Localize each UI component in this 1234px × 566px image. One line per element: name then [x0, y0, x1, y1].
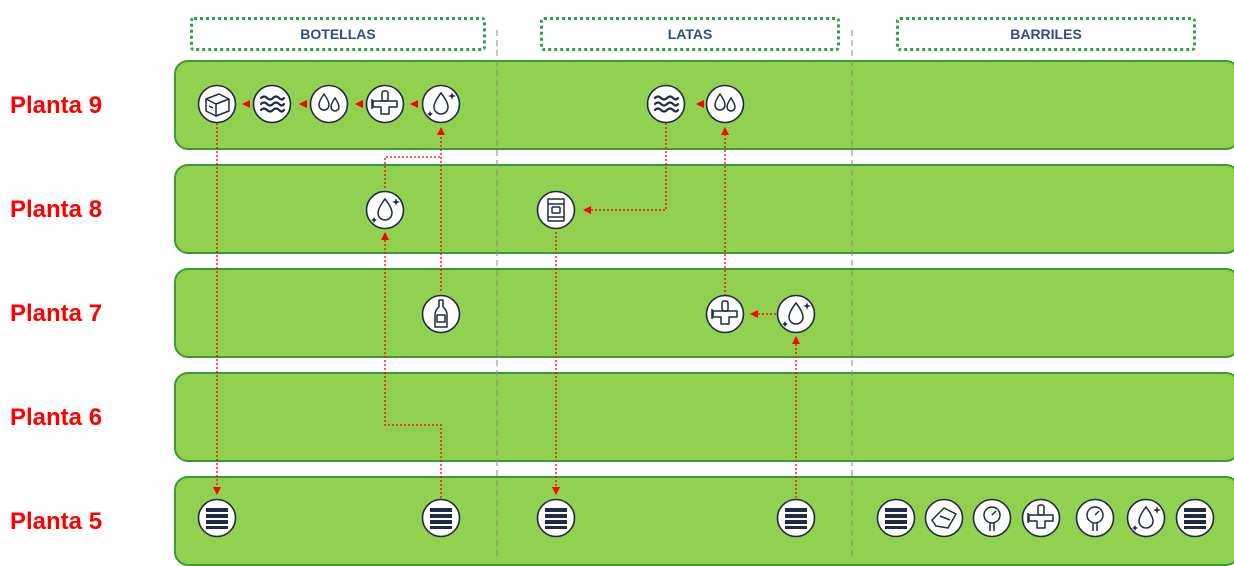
pressure-gauge-icon: [972, 498, 1012, 538]
can-icon: [536, 190, 576, 230]
sparkle-drop-icon: [776, 294, 816, 334]
flow-arrow-pallet-to-drop8: [381, 232, 442, 498]
floor-label-planta9: Planta 9: [10, 92, 103, 119]
floor-band-planta6: [174, 372, 1234, 462]
floor-label-planta7: Planta 7: [10, 300, 103, 327]
column-header-barriles: BARRILES: [896, 17, 1196, 51]
sparkle-drop-icon: [421, 84, 461, 124]
box-icon: [197, 84, 237, 124]
tap-icon: [365, 84, 405, 124]
pallet-icon: [776, 498, 816, 538]
droplets-icon: [705, 84, 745, 124]
wave-icon: [646, 84, 686, 124]
pallet-icon: [197, 498, 237, 538]
pallet-icon: [421, 498, 461, 538]
sparkle-drop-icon: [365, 190, 405, 230]
floor-label-planta5: Planta 5: [10, 508, 103, 535]
droplets-icon: [309, 84, 349, 124]
bottle-icon: [421, 294, 461, 334]
column-header-latas: LATAS: [540, 17, 840, 51]
floor-label-planta8: Planta 8: [10, 196, 103, 223]
pressure-gauge-icon: [1075, 498, 1115, 538]
label-icon: [924, 498, 964, 538]
floor-band-planta7: [174, 268, 1234, 358]
column-header-botellas: BOTELLAS: [190, 17, 486, 51]
floor-band-planta8: [174, 164, 1234, 254]
tap-icon: [1021, 498, 1061, 538]
tap-icon: [705, 294, 745, 334]
floor-band-planta9: [174, 60, 1234, 150]
floor-label-planta6: Planta 6: [10, 404, 103, 431]
wave-icon: [252, 84, 292, 124]
flow-arrow-drop8-to-drop9: [384, 156, 441, 188]
pallet-icon: [876, 498, 916, 538]
pallet-icon: [536, 498, 576, 538]
flow-arrow-wave-to-can: [583, 123, 667, 214]
sparkle-drop-icon: [1126, 498, 1166, 538]
pallet-icon: [1175, 498, 1215, 538]
